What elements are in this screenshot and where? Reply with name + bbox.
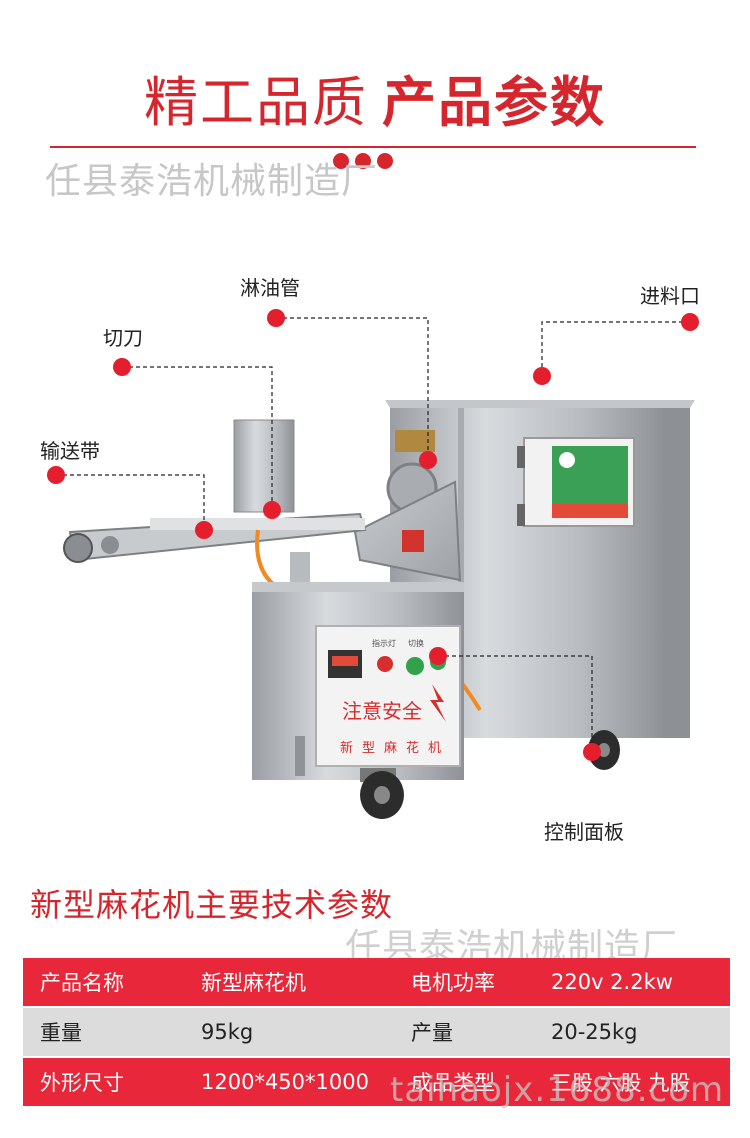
panel-indicator-text: 指示灯	[372, 638, 396, 648]
watermark-site: taihaojx.1688.com	[390, 1070, 725, 1110]
page-header: 精工品质产品参数	[0, 58, 750, 137]
callout-control-panel: 控制面板	[544, 820, 624, 844]
table-row: 产品名称 新型麻花机 电机功率 220v 2.2kw	[23, 958, 730, 1006]
dot-icon	[355, 153, 371, 169]
callout-cutter: 切刀	[103, 326, 143, 350]
spec-label: 重量	[40, 1021, 82, 1045]
red-button-icon	[377, 656, 393, 672]
lightning-icon	[430, 684, 446, 722]
callout-dot-conveyor-start	[47, 466, 65, 484]
header-title-bold: 产品参数	[382, 71, 606, 134]
spec-label: 电机功率	[411, 971, 495, 995]
callout-dot-oil-end	[419, 451, 437, 469]
specs-table: 产品名称 新型麻花机 电机功率 220v 2.2kw 重量 95kg 产量 20…	[23, 958, 730, 1108]
spec-value: 1200*450*1000	[201, 1070, 369, 1094]
watermark-top: 任县泰浩机械制造厂	[45, 161, 379, 202]
table-row: 重量 95kg 产量 20-25kg	[23, 1008, 730, 1056]
specs-title: 新型麻花机主要技术参数	[30, 886, 394, 924]
spec-value: 三股 六股 九股	[551, 1071, 691, 1095]
spec-value: 20-25kg	[551, 1020, 638, 1044]
dot-icon	[377, 153, 393, 169]
spec-label: 产量	[411, 1021, 453, 1045]
callout-dot-cutter-end	[263, 501, 281, 519]
table-row: 外形尺寸 1200*450*1000 成品类型 三股 六股 九股	[23, 1058, 730, 1106]
callout-dot-cutter-start	[113, 358, 131, 376]
spec-value: 新型麻花机	[201, 971, 306, 995]
callout-dot-panel-start	[429, 647, 447, 665]
callout-dot-conveyor-end	[195, 521, 213, 539]
callout-oil-pipe: 淋油管	[240, 276, 300, 300]
panel-warning-text: 注意安全	[342, 699, 422, 723]
green-button-icon	[406, 657, 424, 675]
cutter-housing	[233, 419, 295, 513]
panel-switch-text: 切换	[408, 638, 424, 648]
header-dots	[333, 153, 393, 169]
callout-dot-panel-end	[583, 743, 601, 761]
conveyor-roller	[63, 533, 93, 563]
callout-dot-feed-start	[681, 313, 699, 331]
callout-dot-oil-start	[267, 309, 285, 327]
panel-name-text: 新型麻花机	[340, 740, 450, 756]
callout-dot-feed-end	[533, 367, 551, 385]
header-title-light: 精工品质	[144, 71, 368, 134]
callout-conveyor: 输送带	[40, 439, 100, 463]
machine-illustration: 注意安全 新型麻花机 指示灯 切换	[47, 309, 699, 819]
spec-label: 成品类型	[411, 1071, 495, 1095]
header-divider	[50, 146, 696, 148]
spec-value: 95kg	[201, 1020, 254, 1044]
spec-value: 220v 2.2kw	[551, 970, 673, 994]
spec-label: 产品名称	[40, 971, 124, 995]
dot-icon	[333, 153, 349, 169]
callout-feed-inlet: 进料口	[640, 284, 700, 308]
spec-label: 外形尺寸	[40, 1071, 124, 1095]
